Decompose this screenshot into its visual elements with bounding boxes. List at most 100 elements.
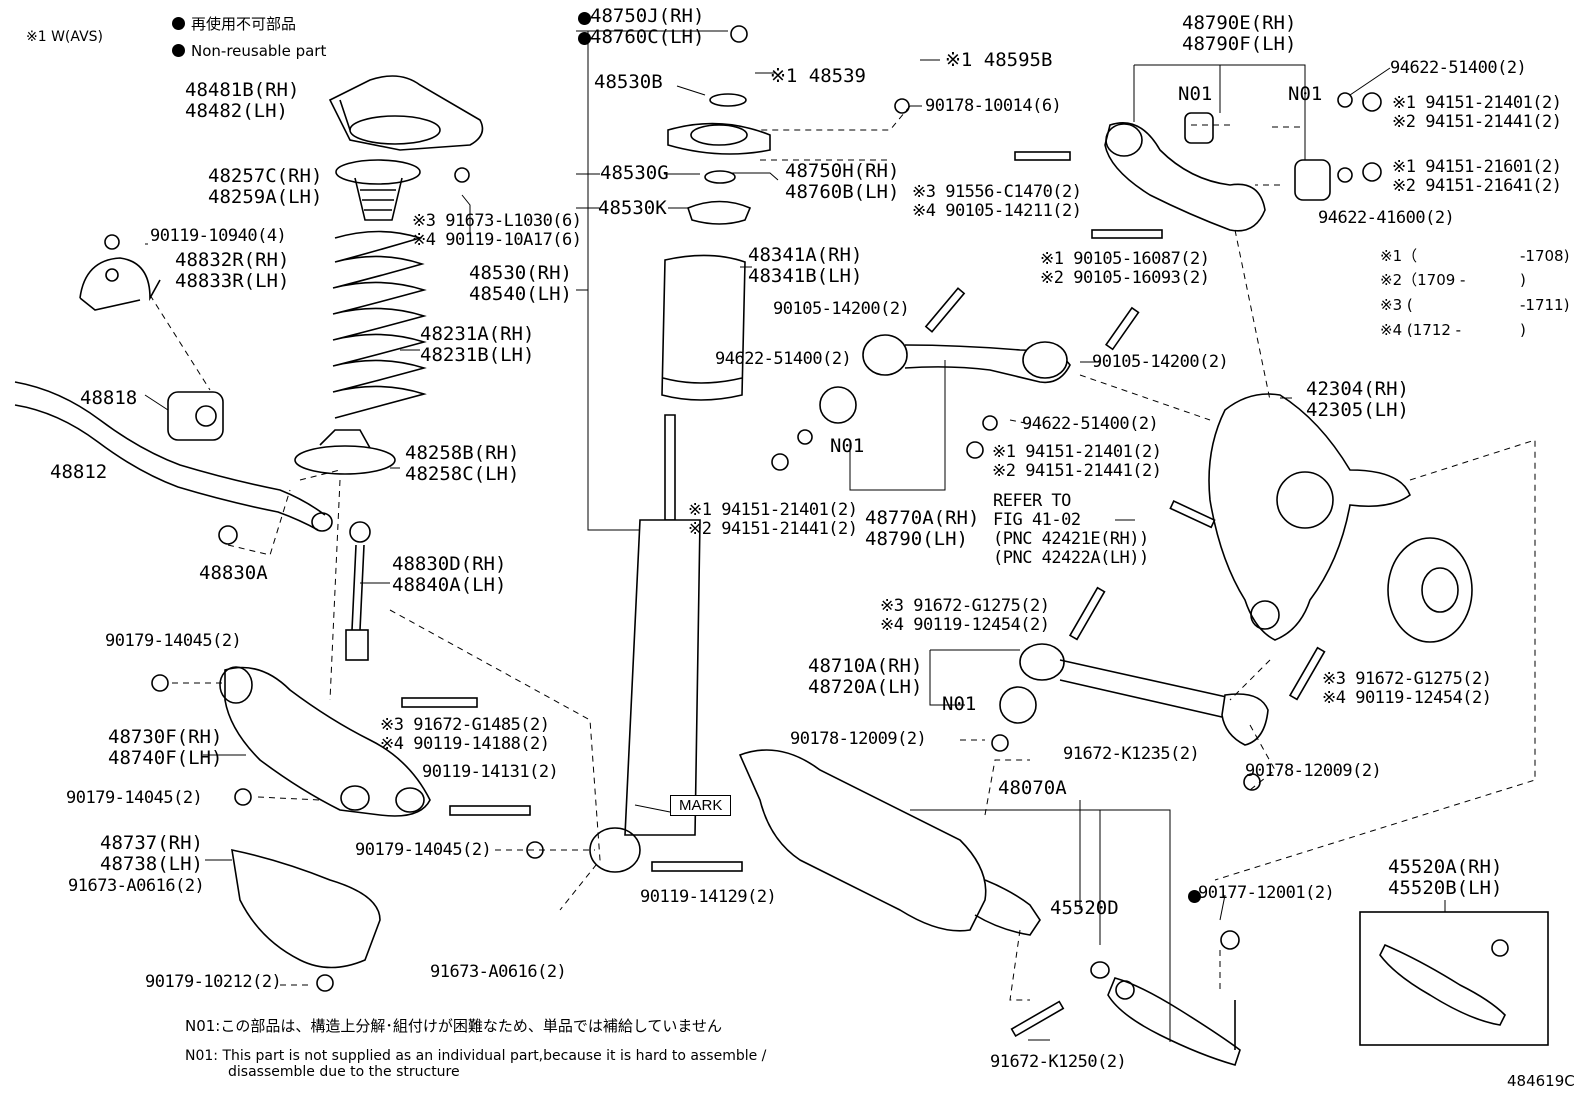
part-label-94622_51400a: 94622-51400(2) bbox=[715, 349, 852, 369]
part-label-90105_14200a: 90105-14200(2) bbox=[773, 299, 910, 319]
upper-spring-seat-part bbox=[328, 75, 484, 151]
date-key-range: ) bbox=[1520, 271, 1526, 289]
part-label-91673a1: 91673-A0616(2) bbox=[68, 876, 205, 896]
legend-en-text: Non-reusable part bbox=[191, 42, 327, 60]
part-label-90179b: 90179-14045(2) bbox=[66, 788, 203, 808]
filled-dot-icon bbox=[172, 17, 185, 30]
part-label-48530b: 48530B bbox=[594, 71, 663, 93]
date-key-range: -1711) bbox=[1520, 296, 1570, 314]
date-key-range: ) bbox=[1520, 321, 1526, 339]
shock-absorber-part bbox=[589, 93, 771, 873]
figure-id: 484619C bbox=[1507, 1072, 1575, 1090]
date-key-range: -1708) bbox=[1520, 247, 1570, 265]
part-label-94622_51400b: 94622-51400(2) bbox=[1390, 58, 1527, 78]
part-label-48730f: 48730F(RH) 48740F(LH) bbox=[108, 726, 223, 769]
date-key-row: ※2（1709 -) bbox=[1380, 271, 1526, 289]
part-label-90177: 90177-12001(2) bbox=[1198, 883, 1335, 903]
part-label-90119_10940: 90119-10940(4) bbox=[150, 226, 287, 246]
part-label-94151a: ※1 94151-21401(2) ※2 94151-21441(2) bbox=[688, 500, 858, 539]
part-label-90179a: 90179-14045(2) bbox=[105, 631, 242, 651]
part-label-90179_10212: 90179-10212(2) bbox=[145, 972, 282, 992]
part-label-48530: 48530(RH) 48540(LH) bbox=[469, 262, 572, 305]
part-label-48231a: 48231A(RH) 48231B(LH) bbox=[420, 323, 535, 366]
part-label-48830d: 48830D(RH) 48840A(LH) bbox=[392, 553, 507, 596]
non-reusable-dot-icon bbox=[578, 32, 591, 45]
date-key-code: ※2（1709 - bbox=[1380, 271, 1466, 289]
stabilizer-bar-part bbox=[14, 381, 333, 532]
part-label-94622_41600: 94622-41600(2) bbox=[1318, 208, 1455, 228]
part-label-94151b: ※1 94151-21401(2) ※2 94151-21441(2) bbox=[1392, 93, 1562, 132]
part-label-48341a: 48341A(RH) 48341B(LH) bbox=[748, 244, 863, 287]
part-label-90178_12009a: 90178-12009(2) bbox=[790, 729, 927, 749]
part-label-91672_k1235: 91672-K1235(2) bbox=[1063, 744, 1200, 764]
part-label-n01b: N01 bbox=[1178, 83, 1213, 105]
part-label-48530k: 48530K bbox=[598, 197, 667, 219]
part-label-94151d: ※1 94151-21401(2) ※2 94151-21441(2) bbox=[992, 442, 1162, 481]
hub-bearing-part bbox=[1387, 537, 1473, 643]
part-label-refer: REFER TO FIG 41-02 (PNC 42421E(RH)) (PNC… bbox=[993, 491, 1149, 568]
part-label-48710a: 48710A(RH) 48720A(LH) bbox=[808, 655, 923, 698]
part-label-90178_10014: 90178-10014(6) bbox=[925, 96, 1062, 116]
part-label-n01d: N01 bbox=[942, 693, 977, 715]
part-label-48770a: 48770A(RH) 48790(LH) bbox=[865, 507, 980, 550]
bump-stopper-part bbox=[335, 159, 421, 221]
date-key-code: ※1（ bbox=[1380, 247, 1418, 265]
part-label-90119_14131: 90119-14131(2) bbox=[422, 762, 559, 782]
leader-lines bbox=[144, 30, 1446, 1042]
lower-arm-part bbox=[219, 666, 431, 817]
part-label-91672_k1250: 91672-K1250(2) bbox=[990, 1052, 1127, 1072]
bushing-bracket-part bbox=[79, 257, 161, 311]
part-label-91672g1485: ※3 91672-G1485(2) ※4 90119-14188(2) bbox=[380, 715, 550, 754]
part-label-48070a: 48070A bbox=[998, 777, 1067, 799]
non-reusable-dot-icon bbox=[578, 12, 591, 25]
upper-arm-part bbox=[1104, 112, 1331, 232]
part-label-48830a: 48830A bbox=[199, 562, 268, 584]
footnote-jp: N01:この部品は、構造上分解･組付けが困難なため、単品では補給していません bbox=[185, 1017, 722, 1035]
part-label-94622_51400c: 94622-51400(2) bbox=[1022, 414, 1159, 434]
inset-frame bbox=[1359, 911, 1549, 1046]
legend-jp: 再使用不可部品 bbox=[172, 16, 296, 33]
date-key-code: ※3 ( bbox=[1380, 296, 1413, 314]
part-label-90119_14129: 90119-14129(2) bbox=[640, 887, 777, 907]
toe-arm-part bbox=[1107, 977, 1241, 1066]
part-label-48481b: 48481B(RH) 48482(LH) bbox=[185, 79, 300, 122]
fasteners bbox=[104, 25, 1382, 1038]
part-label-45520a: 45520A(RH) 45520B(LH) bbox=[1388, 856, 1503, 899]
part-label-91672g1275b: ※3 91672-G1275(2) ※4 90119-12454(2) bbox=[1322, 669, 1492, 708]
inset-toe-arm-part bbox=[1379, 939, 1509, 1026]
part-label-48539: ※1 48539 bbox=[770, 65, 866, 87]
footnote-en-1: N01: This part is not supplied as an ind… bbox=[185, 1048, 767, 1064]
stabilizer-link-part bbox=[345, 521, 371, 661]
dashed-lines bbox=[149, 105, 1536, 1001]
part-label-48595b: ※1 48595B bbox=[945, 49, 1053, 71]
legend-jp-text: 再使用不可部品 bbox=[191, 15, 297, 33]
coil-spring-part bbox=[332, 230, 427, 419]
legend-en: Non-reusable part bbox=[172, 43, 326, 60]
part-label-n01a: N01 bbox=[830, 435, 865, 457]
part-label-48750j: 48750J(RH) 48760C(LH) bbox=[590, 5, 705, 48]
date-key-row: ※3 ( -1711) bbox=[1380, 296, 1569, 314]
knuckle-part bbox=[1208, 393, 1411, 641]
date-key-code: ※4 (1712 - bbox=[1380, 321, 1462, 339]
part-label-91672g1275a: ※3 91672-G1275(2) ※4 90119-12454(2) bbox=[880, 596, 1050, 635]
part-label-48257c: 48257C(RH) 48259A(LH) bbox=[208, 165, 323, 208]
date-key-row: ※4 (1712 -) bbox=[1380, 321, 1526, 339]
part-label-90178_12009b: 90178-12009(2) bbox=[1245, 761, 1382, 781]
part-label-90105_14200b: 90105-14200(2) bbox=[1092, 352, 1229, 372]
lower-spring-seat-part bbox=[294, 429, 396, 475]
mark-label: MARK bbox=[670, 795, 732, 816]
footnote-en-2: disassemble due to the structure bbox=[228, 1064, 460, 1080]
part-label-42304: 42304(RH) 42305(LH) bbox=[1306, 378, 1409, 421]
part-label-45520d: 45520D bbox=[1050, 897, 1119, 919]
part-label-48530g: 48530G bbox=[600, 162, 669, 184]
non-reusable-dot-icon bbox=[1188, 890, 1201, 903]
part-label-48818: 48818 bbox=[80, 387, 138, 409]
part-label-48750h: 48750H(RH) 48760B(LH) bbox=[785, 160, 900, 203]
part-label-91673a2: 91673-A0616(2) bbox=[430, 962, 567, 982]
part-label-48737: 48737(RH) 48738(LH) bbox=[100, 832, 203, 875]
part-label-n01c: N01 bbox=[1288, 83, 1323, 105]
part-label-48832r: 48832R(RH) 48833R(LH) bbox=[175, 249, 290, 292]
lower-link-part bbox=[999, 643, 1269, 746]
